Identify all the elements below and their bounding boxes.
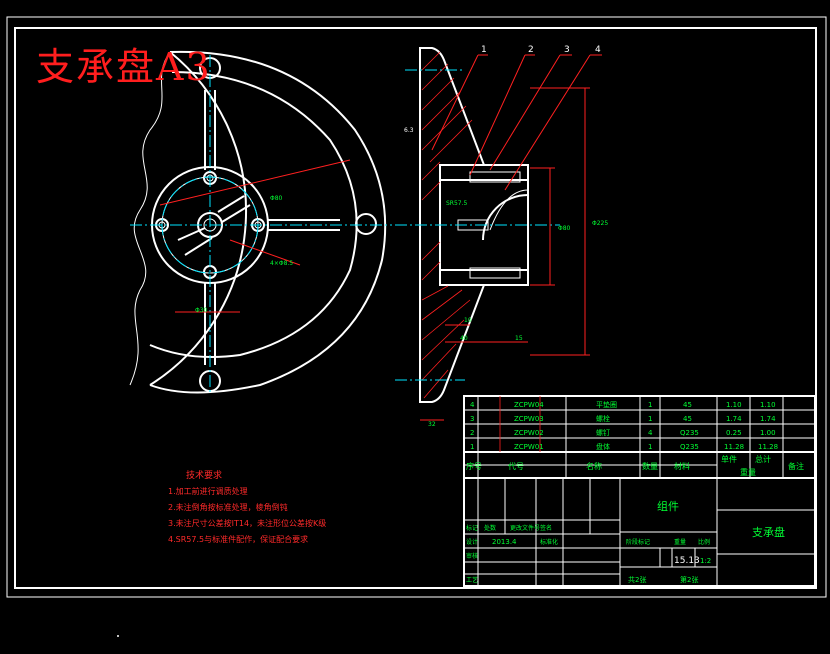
tech-notes-heading: 技术要求: [186, 471, 223, 481]
tech-note: 1.加工前进行调质处理: [168, 487, 248, 496]
stray-dot: [117, 635, 119, 637]
bom-header: 序号 代号 名称 数量 材料 单件 总计 重量 备注: [466, 454, 804, 477]
assembly-name: 组件: [657, 499, 679, 513]
weight-value: 15.13: [674, 556, 700, 566]
bom-row-qty: 1: [648, 415, 652, 423]
bom-header-code: 代号: [508, 461, 524, 471]
front-view-dims: [159, 159, 351, 313]
bom-header-material: 材料: [674, 461, 690, 471]
tech-note: 4.SR57.5与标准件配作，保证配合要求: [168, 535, 309, 544]
bom-row-qty: 1: [648, 443, 652, 451]
bom-row-seq: 4: [470, 401, 475, 409]
review-label: 审核: [466, 552, 478, 560]
bom-row-seq: 2: [470, 429, 474, 437]
part-name: 支承盘: [752, 525, 785, 539]
front-view: [129, 50, 387, 394]
bom-header-weight-single: 单件: [721, 454, 737, 464]
dim-sr: SR57.5: [446, 200, 468, 207]
bom-rows: 4 ZCPW04 平垫圈 1 45 1.10 1.10 3 ZCPW03 螺栓 …: [470, 400, 778, 451]
bom-row-w1: 11.28: [724, 443, 744, 451]
title-block-grid: [463, 395, 816, 587]
bom-row-code: ZCPW01: [514, 443, 544, 451]
outer-frame: [6, 16, 827, 598]
dim-h2: Φ225: [592, 220, 608, 227]
section-centerlines: [395, 69, 560, 381]
bom-header-weight: 重量: [740, 467, 756, 477]
bom-header-seq: 序号: [466, 461, 482, 471]
bom-row-material: 45: [683, 401, 692, 409]
mark-label: 标记: [466, 524, 478, 532]
roughness-mark: 6.3: [404, 127, 414, 134]
bom-row-qty: 1: [648, 401, 652, 409]
bom-row-w2: 11.28: [758, 443, 778, 451]
front-view-centerlines: [130, 55, 392, 395]
bom-row-seq: 1: [470, 443, 474, 451]
bom-header-weight-total: 总计: [755, 454, 771, 464]
bom-header-qty: 数量: [642, 461, 658, 471]
bom-header-remark: 备注: [788, 461, 804, 471]
bom-row-code: ZCPW03: [514, 415, 544, 423]
weight-label: 重量: [674, 538, 686, 546]
design-label: 设计: [466, 538, 478, 546]
callout-3: 3: [564, 45, 570, 55]
sheet-no: 第2张: [680, 575, 698, 584]
bom-row-code: ZCPW02: [514, 429, 544, 437]
dim-h1: Φ80: [558, 225, 571, 232]
bom-row-name: 平垫圈: [596, 400, 617, 409]
date: 2013.4: [492, 538, 517, 546]
section-view: [419, 47, 529, 403]
bom-row-w1: 0.25: [726, 429, 742, 437]
bom-row-name: 盘体: [596, 442, 610, 451]
dim-pcd: Φ80: [270, 195, 283, 202]
bom-row-material: Q235: [680, 429, 699, 437]
dim-w3: 15: [515, 335, 523, 342]
bom-row-material: Q235: [680, 443, 699, 451]
bom-row-w2: 1.10: [760, 401, 776, 409]
dim-w4: 32: [428, 421, 436, 428]
stage-label: 阶段标记: [626, 538, 650, 546]
bom-row-w2: 1.74: [760, 415, 776, 423]
count-label: 处数: [484, 524, 496, 532]
callout-4: 4: [595, 45, 601, 55]
dim-w1: 10: [464, 317, 472, 324]
dim-w2: 40: [460, 335, 468, 342]
callout-1: 1: [481, 45, 487, 55]
bom-row-code: ZCPW04: [514, 401, 544, 409]
bom-row-qty: 4: [648, 429, 653, 437]
tech-notes: 技术要求 1.加工前进行调质处理 2.未注倒角按标准处理，棱角倒钝 3.未注尺寸…: [168, 468, 326, 548]
bom-row-w2: 1.00: [760, 429, 776, 437]
callout-2: 2: [528, 45, 534, 55]
inner-frame: [14, 27, 817, 589]
title-block-text: 组件 支承盘 标记 处数 更改文件号 签名 设计 2013.4 标准化 阶段标记…: [466, 499, 785, 584]
dim-small: Φ30: [195, 307, 208, 314]
sheets: 共2张: [628, 575, 646, 584]
bom-row-name: 螺栓: [596, 414, 610, 423]
tech-note: 2.未注倒角按标准处理，棱角倒钝: [168, 503, 288, 512]
bom-header-name: 名称: [586, 461, 602, 471]
scale-label: 比例: [698, 538, 710, 546]
callout-leaders: [420, 54, 602, 421]
bom-row-material: 45: [683, 415, 692, 423]
bom-row-w1: 1.10: [726, 401, 742, 409]
drawing-title: 支承盘A3: [36, 45, 212, 89]
sign-label: 签名: [540, 524, 552, 532]
dim-holes: 4×Φ8.5: [270, 260, 293, 267]
scale-value: 1:2: [700, 557, 711, 565]
bom-row-seq: 3: [470, 415, 474, 423]
doc-label: 更改文件号: [510, 524, 540, 532]
bom-red-rules: [499, 396, 541, 452]
bom-row-w1: 1.74: [726, 415, 742, 423]
section-hatch: [421, 51, 473, 399]
process-label: 工艺: [466, 576, 478, 584]
tech-note: 3.未注尺寸公差按IT14，未注形位公差按K级: [168, 519, 327, 528]
bom-row-name: 螺钉: [596, 428, 610, 437]
std-label: 标准化: [540, 538, 558, 546]
